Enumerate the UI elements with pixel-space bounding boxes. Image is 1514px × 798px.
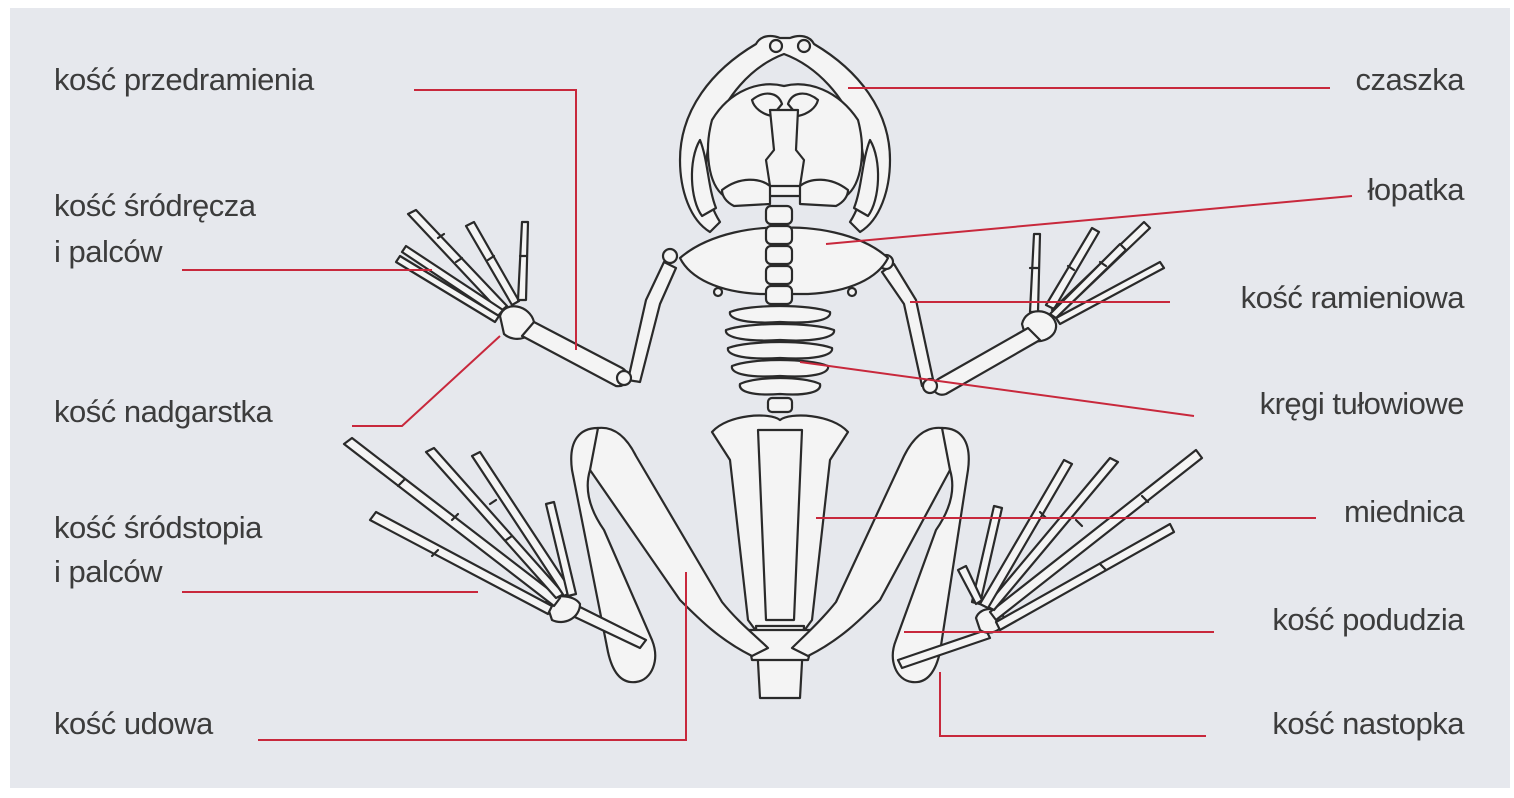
- left-humerus: [628, 262, 676, 382]
- label-pelvis: miednica: [1344, 492, 1464, 532]
- leader-tarsal: [940, 672, 1206, 736]
- label-metatarsal-line1: kość śródstopia: [54, 508, 262, 548]
- label-metacarpal-line2: i palców: [54, 232, 162, 272]
- left-hand-digits: [396, 210, 528, 322]
- left-foot-digits: [344, 438, 576, 614]
- skull: [680, 36, 890, 232]
- label-carpal: kość nadgarstka: [54, 392, 272, 432]
- label-femur: kość udowa: [54, 704, 213, 744]
- label-skull: czaszka: [1356, 60, 1464, 100]
- right-hand-digits: [1030, 222, 1164, 324]
- label-tarsal: kość nastopka: [1272, 704, 1464, 744]
- right-foot-digits: [958, 450, 1202, 630]
- leader-vertebrae: [800, 362, 1194, 416]
- label-forearm: kość przedramienia: [54, 60, 314, 100]
- leader-carpal: [352, 336, 500, 426]
- right-forearm: [933, 328, 1040, 395]
- label-vertebrae: kręgi tułowiowe: [1260, 384, 1464, 424]
- label-humerus: kość ramieniowa: [1241, 278, 1464, 318]
- label-tibiofibula: kość podudzia: [1272, 600, 1464, 640]
- right-humerus: [882, 264, 934, 386]
- frog-skeleton: [344, 36, 1202, 698]
- label-scapula: łopatka: [1368, 170, 1464, 210]
- label-metatarsal-line2: i palców: [54, 552, 162, 592]
- left-forearm: [522, 322, 628, 386]
- pelvis: [712, 416, 848, 698]
- label-metacarpal-line1: kość śródręcza: [54, 186, 255, 226]
